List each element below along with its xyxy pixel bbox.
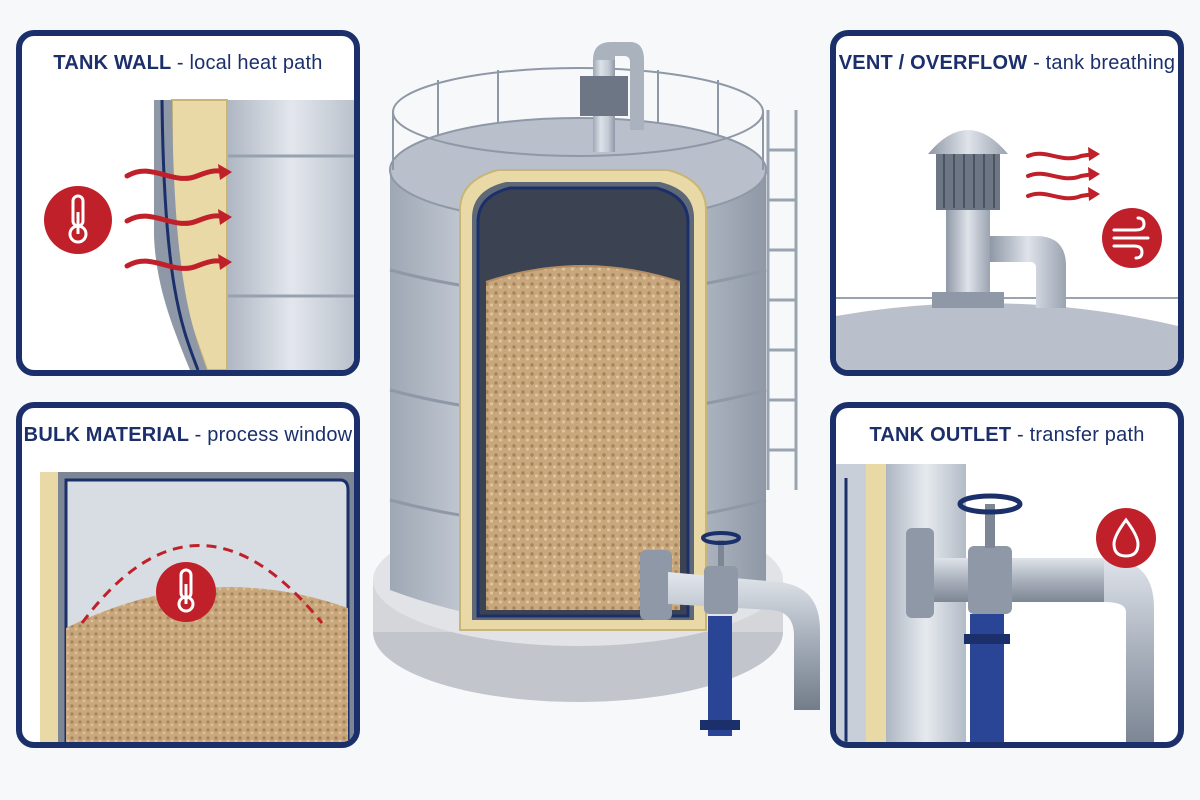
panel-title-main: TANK OUTLET bbox=[869, 424, 1012, 446]
thermometer-icon bbox=[44, 186, 112, 254]
panel-title: BULK MATERIAL - process window bbox=[22, 424, 354, 447]
central-tank-illustration bbox=[373, 42, 820, 736]
panel-title-sub: - transfer path bbox=[1017, 424, 1145, 446]
panel-tank-wall: TANK WALL - local heat path bbox=[16, 30, 360, 376]
thermometer-icon bbox=[156, 562, 216, 622]
panel-title: VENT / OVERFLOW - tank breathing bbox=[836, 52, 1178, 75]
outlet-illustration bbox=[836, 464, 1156, 742]
vent-illustration bbox=[836, 130, 1178, 370]
panel-title-sub: - tank breathing bbox=[1033, 52, 1176, 74]
wind-icon bbox=[1102, 208, 1162, 268]
panel-title-main: TANK WALL bbox=[53, 52, 172, 74]
tank-wall-illustration bbox=[44, 99, 354, 370]
droplet-icon bbox=[1096, 508, 1156, 568]
panel-title: TANK WALL - local heat path bbox=[22, 52, 354, 75]
panel-title-sub: - process window bbox=[194, 424, 353, 446]
panel-title-sub: - local heat path bbox=[176, 52, 323, 74]
panel-tank-outlet: TANK OUTLET - transfer path bbox=[830, 402, 1184, 748]
panel-vent-overflow: VENT / OVERFLOW - tank breathing bbox=[830, 30, 1184, 376]
panel-bulk-material: BULK MATERIAL - process window bbox=[16, 402, 360, 748]
bulk-material-illustration bbox=[40, 472, 354, 742]
panel-title: TANK OUTLET - transfer path bbox=[836, 424, 1178, 447]
heat-arrows bbox=[124, 168, 230, 271]
panel-title-main: VENT / OVERFLOW bbox=[838, 52, 1028, 74]
panel-title-main: BULK MATERIAL bbox=[23, 424, 189, 446]
